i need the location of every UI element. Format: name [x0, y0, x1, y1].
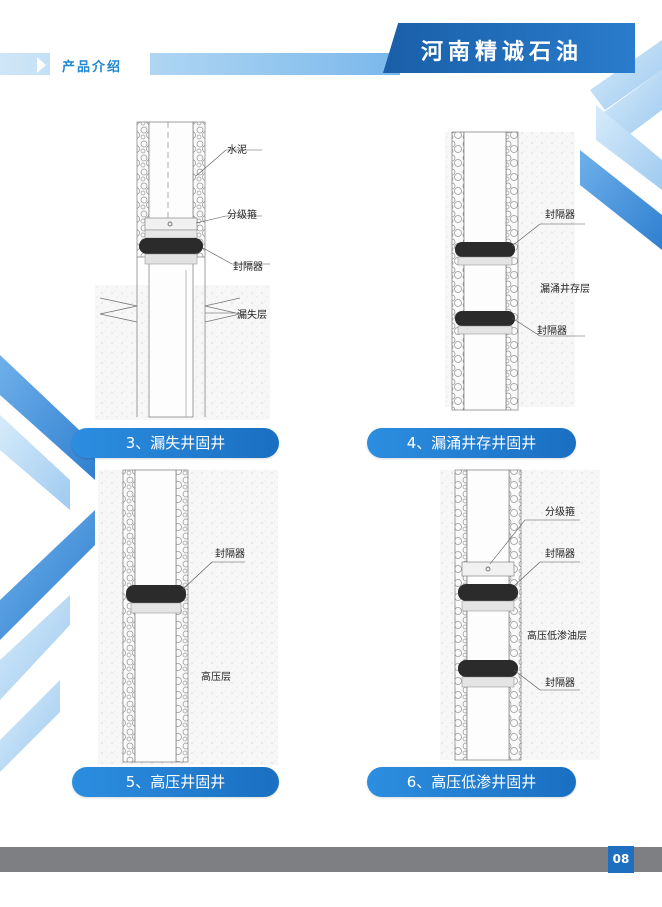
- label-packer-upper: 封隔器: [545, 210, 575, 221]
- label-high-pressure-zone: 高压层: [201, 672, 231, 683]
- label-packer: 封隔器: [233, 262, 263, 273]
- section-tab: 产品介绍: [50, 50, 150, 78]
- caption-panel-5: 5、高压井固井: [72, 767, 279, 797]
- label-loss-zone: 漏失层: [237, 310, 267, 321]
- company-name: 河南精诚石油: [421, 40, 584, 65]
- label-packer-lower: 封隔器: [537, 326, 567, 337]
- caption-panel-4: 4、漏涌井存井固井: [367, 428, 576, 458]
- label-packer: 封隔器: [215, 549, 245, 560]
- label-stage-collar: 分级箍: [545, 507, 575, 518]
- label-packer-lower: 封隔器: [545, 678, 575, 689]
- caption-panel-3: 3、漏失井固井: [72, 428, 279, 458]
- label-cement: 水泥: [227, 145, 247, 156]
- footer-bar: [0, 847, 662, 872]
- label-packer-upper: 封隔器: [545, 549, 575, 560]
- label-loss-influx-zone: 漏涌井存层: [540, 284, 590, 295]
- caption-panel-6: 6、高压低渗井固井: [367, 767, 576, 797]
- page-number: 08: [608, 846, 634, 873]
- label-stage-collar: 分级箍: [227, 210, 257, 221]
- label-high-pressure-low-perm-zone: 高压低渗油层: [527, 631, 587, 642]
- company-banner: 河南精诚石油: [383, 23, 635, 73]
- section-title: 产品介绍: [62, 60, 123, 75]
- chevron-right-icon: [37, 57, 46, 73]
